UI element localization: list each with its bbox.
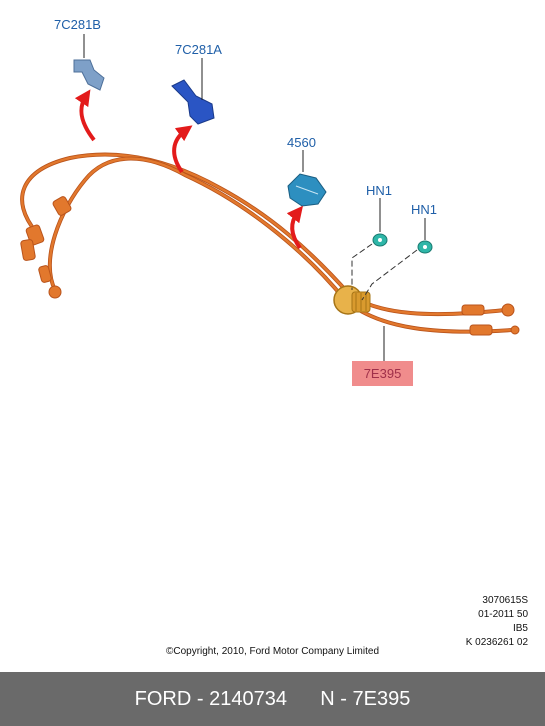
cable-upper [20,152,507,317]
assembly-arrows [74,89,303,250]
diagram-canvas [20,34,520,362]
assembly-line-hn1-b [361,249,418,301]
assembly-line-hn1-a [351,243,373,290]
clip-4560-icon [287,173,327,207]
cable-lower [47,156,514,334]
label-hn1-b: HN1 [411,202,438,217]
footer-bar: FORD - 2140734 N - 7E395 [0,672,545,726]
label-7c281a: 7C281A [175,42,222,57]
cable-upper-core [20,153,507,316]
label-4560: 4560 [287,135,316,150]
cable-grommet [333,285,371,315]
shift-cable-assembly [20,152,514,334]
right-cable-ends [461,303,520,336]
reference-line-2: 01-2011 50 [478,609,528,620]
footer-name-part: N - 7E395 [320,687,411,710]
parts-diagram: 7C281B 7C281A 4560 HN1 HN1 7E395 3070615… [20,17,528,657]
footer-brand-part: FORD - 2140734 [134,687,287,710]
label-hn1-a: HN1 [366,183,393,198]
label-7c281b: 7C281B [54,17,101,32]
cable-lower-core [48,157,514,333]
left-cable-ends [20,196,72,299]
reference-line-3: IB5 [512,623,528,634]
reference-line-4: K 0236261 02 [465,637,528,648]
copyright-notice: ©Copyright, 2010, Ford Motor Company Lim… [165,646,380,657]
reference-line-1: 3070615S [482,595,528,606]
label-7e395: 7E395 [352,361,413,386]
bracket-7c281b-icon [73,59,105,91]
nut-hn1-icon-b [417,240,433,254]
bracket-7c281a-icon [171,79,215,125]
nut-hn1-icon-a [372,233,388,247]
footer-separator [287,688,320,711]
